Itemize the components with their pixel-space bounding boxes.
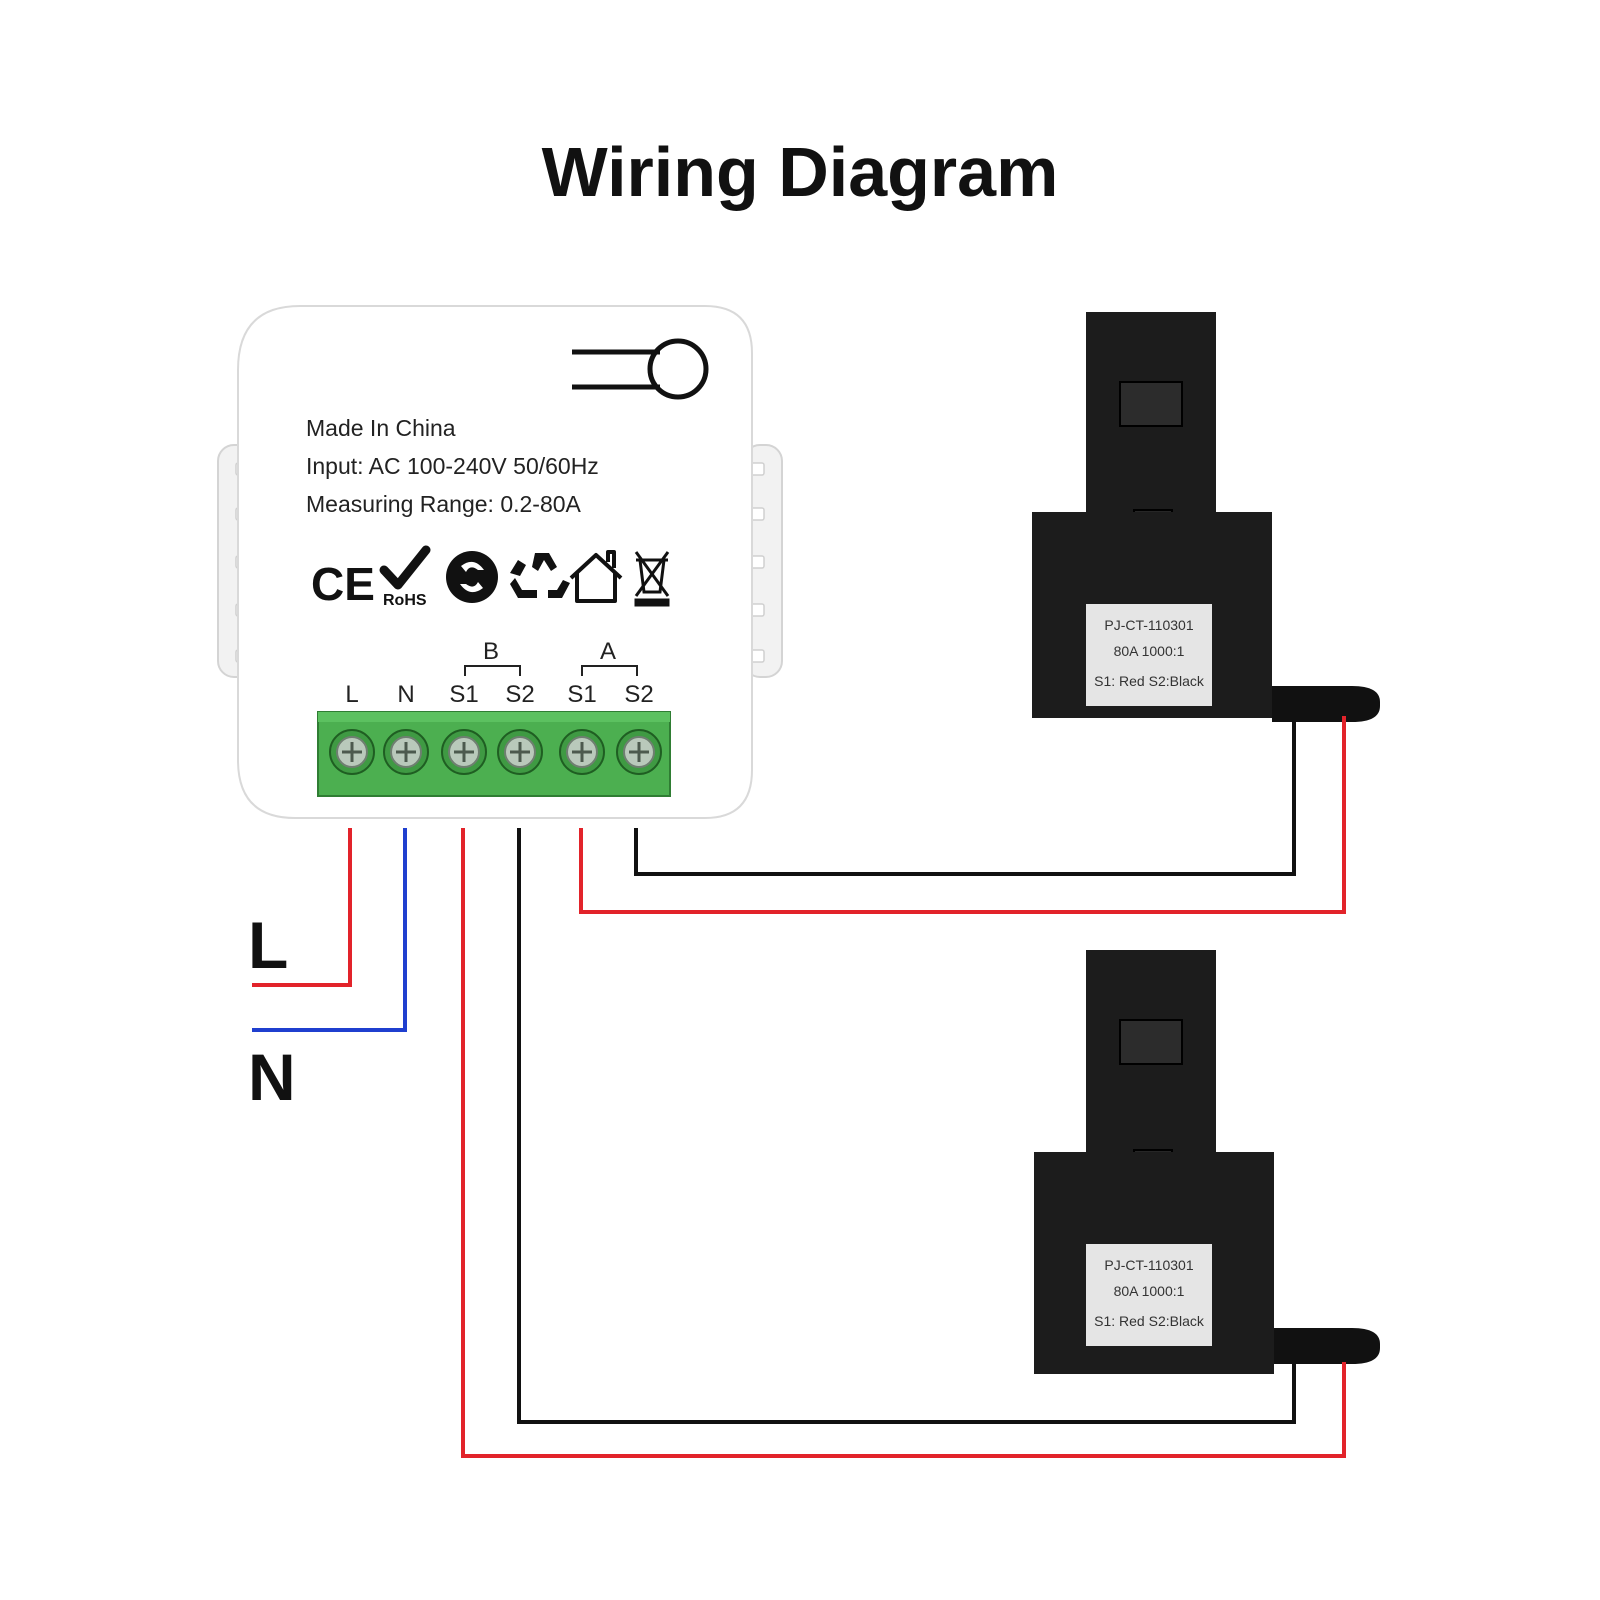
ct-cable (1272, 686, 1380, 722)
ct-wires-text: S1: Red S2:Black (1094, 1313, 1205, 1329)
terminal-screw (616, 729, 662, 775)
neutral-label: N (248, 1040, 296, 1114)
terminal-screw (329, 729, 375, 775)
recycle-icon (510, 553, 570, 598)
current-sensor-upper: PJ-CT-110301 80A 1000:1 S1: Red S2:Black (1032, 312, 1380, 722)
channel-b-s1-wire (461, 828, 1346, 1458)
house-icon (569, 550, 623, 603)
terminal-group-labels: B A (464, 638, 638, 676)
ct-model-text: PJ-CT-110301 (1104, 617, 1193, 633)
green-dot-icon (446, 551, 498, 603)
live-label: L (248, 908, 288, 982)
certification-marks: CE RoHS (311, 545, 670, 610)
energy-meter-device: Made In China Input: AC 100-240V 50/60Hz… (217, 305, 783, 819)
live-wire (252, 828, 352, 987)
ct-label-plate (1086, 1244, 1212, 1346)
ct-rating-text: 80A 1000:1 (1114, 1283, 1185, 1299)
terminal-screw (383, 729, 429, 775)
group-b-label: B (483, 638, 499, 665)
channel-a-s1-wire (579, 716, 1346, 914)
ct-latch (1119, 1019, 1183, 1065)
current-sensor-lower: PJ-CT-110301 80A 1000:1 S1: Red S2:Black (1034, 950, 1380, 1374)
channel-a-s2-wire (634, 716, 1296, 876)
device-body (237, 305, 753, 819)
wires (252, 716, 1346, 1458)
group-b-bracket (464, 665, 521, 676)
group-a-label: A (600, 638, 616, 665)
device-origin-text: Made In China (306, 415, 456, 441)
ct-wires-text: S1: Red S2:Black (1094, 673, 1205, 689)
device-range-text: Measuring Range: 0.2-80A (306, 491, 582, 517)
ct-cable (1274, 1328, 1380, 1364)
rohs-check-icon: RoHS (379, 545, 431, 609)
terminal-b-s2-label: S2 (505, 681, 534, 708)
ct-label-plate (1086, 604, 1212, 706)
terminal-l-label: L (345, 681, 358, 708)
terminal-labels: L N S1 S2 S1 S2 (345, 681, 653, 708)
group-a-bracket (581, 665, 638, 676)
terminal-b-s1-label: S1 (449, 681, 478, 708)
terminal-block (317, 711, 671, 797)
terminal-screw (497, 729, 543, 775)
device-input-text: Input: AC 100-240V 50/60Hz (306, 453, 599, 479)
ct-wire-ends (1292, 716, 1346, 1390)
terminal-screw (441, 729, 487, 775)
ce-mark-icon: CE (311, 558, 375, 610)
svg-text:RoHS: RoHS (383, 592, 427, 609)
terminal-n-label: N (397, 681, 414, 708)
terminal-screw (559, 729, 605, 775)
terminal-a-s1-label: S1 (567, 681, 596, 708)
ct-model-text: PJ-CT-110301 (1104, 1257, 1193, 1273)
ct-rating-text: 80A 1000:1 (1114, 643, 1185, 659)
diagram-title: Wiring Diagram (542, 133, 1059, 211)
neutral-wire (252, 828, 407, 1032)
terminal-a-s2-label: S2 (624, 681, 653, 708)
ct-latch (1119, 381, 1183, 427)
reset-button-icon (572, 338, 709, 400)
weee-bin-icon (634, 551, 670, 607)
channel-b-s2-wire (517, 828, 1296, 1424)
